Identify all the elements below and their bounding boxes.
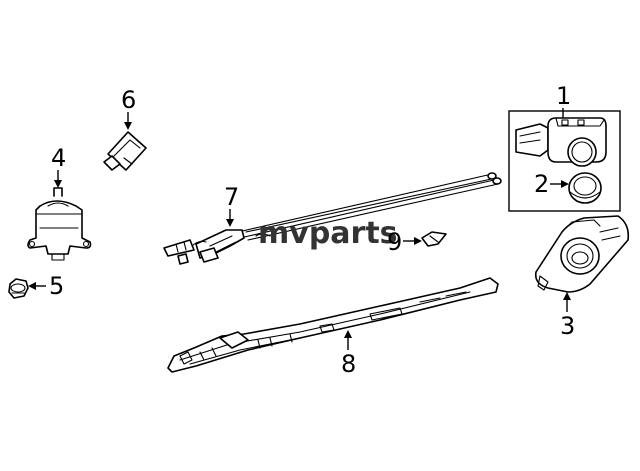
arrowhead-8 bbox=[344, 330, 352, 338]
callout-3: 3 bbox=[560, 312, 575, 340]
callout-2: 2 bbox=[534, 170, 549, 198]
callout-5: 5 bbox=[49, 272, 64, 300]
arrowhead-6 bbox=[124, 122, 132, 130]
arrowhead-2 bbox=[561, 180, 569, 188]
bracket-rail-part-8[interactable] bbox=[167, 277, 499, 373]
callout-6: 6 bbox=[121, 86, 136, 114]
sensor-bracket-part-3[interactable] bbox=[534, 215, 630, 293]
watermark: mvparts bbox=[258, 216, 398, 251]
callout-8: 8 bbox=[341, 350, 356, 378]
sensor-part-6[interactable] bbox=[103, 131, 147, 171]
arrowhead-3 bbox=[563, 292, 571, 300]
arrowhead-5 bbox=[28, 282, 36, 290]
nut-part-5[interactable] bbox=[8, 278, 29, 299]
callout-1: 1 bbox=[556, 82, 571, 110]
callout-4: 4 bbox=[51, 144, 66, 172]
callout-9: 9 bbox=[387, 228, 402, 256]
callout-7: 7 bbox=[224, 183, 239, 211]
inset-box bbox=[508, 110, 621, 212]
control-module-part-4[interactable] bbox=[27, 187, 92, 261]
arrowhead-4 bbox=[54, 180, 62, 188]
arrowhead-9 bbox=[414, 237, 422, 245]
wiring-harness-part-7[interactable] bbox=[163, 172, 502, 265]
sensor-retainer-part-2[interactable] bbox=[568, 172, 602, 204]
clip-part-9[interactable] bbox=[421, 231, 447, 247]
parking-sensor-part-1[interactable] bbox=[515, 117, 607, 167]
arrowhead-7 bbox=[226, 219, 234, 227]
